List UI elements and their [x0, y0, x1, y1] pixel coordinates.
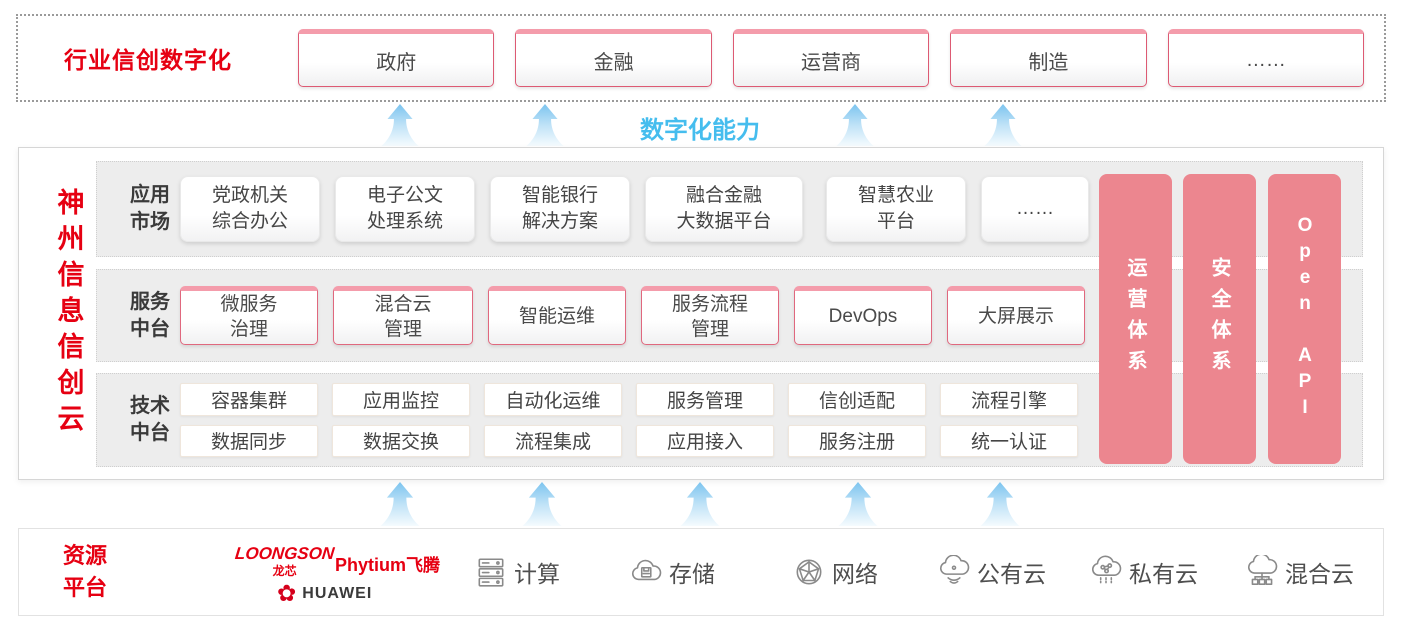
loongson-logo-text: LOONGSON — [234, 544, 336, 563]
loongson-logo-cn: 龙芯 — [272, 564, 297, 578]
industry-box-more: …… — [1167, 29, 1365, 87]
app-market-items: 党政机关 综合办公 电子公文 处理系统 智能银行 解决方案 融合金融 大数据平台… — [180, 162, 1089, 256]
industry-band-title: 行业信创数字化 — [64, 47, 232, 73]
phytium-logo-cn: 飞腾 — [406, 556, 441, 575]
industry-box-manufacturing: 制造 — [950, 29, 1147, 87]
private-cloud-icon — [1091, 555, 1122, 584]
up-arrow-icon — [522, 482, 562, 526]
tech-box-service-mgmt: 服务管理 — [636, 383, 774, 416]
phytium-logo-text: Phytium — [335, 555, 407, 575]
up-arrow-icon — [380, 482, 420, 526]
storage-icon — [631, 559, 662, 581]
network-icon — [796, 559, 822, 585]
up-arrow-icon — [836, 104, 874, 146]
tech-box-service-registry: 服务注册 — [788, 424, 926, 457]
platform-title: 神州信息信创云 — [53, 187, 84, 440]
resource-item-storage: 存储 — [629, 529, 715, 615]
app-market-row-label: 应用 市场 — [130, 184, 170, 233]
platform-panel: 神州信息信创云 应用 市场 党政机关 综合办公 电子公文 处理系统 智能银行 解… — [18, 147, 1384, 480]
tech-box-container-cluster: 容器集群 — [180, 383, 318, 416]
tech-box-automated-ops: 自动化运维 — [484, 383, 622, 416]
tech-box-xinchuang-adaptation: 信创适配 — [788, 383, 926, 416]
tech-box-process-engine: 流程引擎 — [940, 383, 1078, 416]
service-box-hybrid-cloud-mgmt: 混合云 管理 — [333, 286, 473, 345]
tech-box-data-exchange: 数据交换 — [332, 424, 470, 457]
huawei-logo: ✿ HUAWEI — [277, 582, 372, 605]
public-cloud-icon — [939, 555, 970, 584]
up-arrow-icon — [984, 104, 1022, 146]
service-platform-items: 微服务 治理 混合云 管理 智能运维 服务流程 管理 DevOps 大屏展示 — [180, 270, 1085, 361]
app-box-smart-banking: 智能银行 解决方案 — [490, 176, 630, 242]
pillar-operation-system: 运营体系 — [1099, 174, 1172, 464]
resource-item-label: 存储 — [669, 561, 715, 587]
resource-item-hybrid-cloud: 混合云 — [1245, 529, 1354, 615]
resource-item-label: 混合云 — [1285, 561, 1354, 587]
service-box-intelligent-ops: 智能运维 — [488, 286, 626, 345]
app-box-smart-agriculture: 智慧农业 平台 — [826, 176, 966, 242]
hybrid-cloud-icon — [1247, 555, 1278, 586]
compute-icon — [478, 558, 504, 587]
resource-item-public-cloud: 公有云 — [937, 529, 1046, 615]
capability-label: 数字化能力 — [640, 117, 760, 144]
industry-items: 政府 金融 运营商 制造 …… — [298, 16, 1365, 100]
resource-item-compute: 计算 — [474, 529, 560, 615]
service-box-devops: DevOps — [794, 286, 932, 345]
industry-box-finance: 金融 — [515, 29, 712, 87]
tech-platform-items: 容器集群 应用监控 自动化运维 服务管理 信创适配 流程引擎 数据同步 数据交换… — [180, 383, 1078, 457]
tech-box-app-monitoring: 应用监控 — [332, 383, 470, 416]
resource-band-title: 资源 平台 — [63, 543, 108, 600]
industry-band: 行业信创数字化 政府 金融 运营商 制造 …… — [16, 14, 1386, 102]
tech-box-process-integration: 流程集成 — [484, 424, 622, 457]
resource-item-label: 计算 — [514, 561, 560, 587]
app-box-gov-office: 党政机关 综合办公 — [180, 176, 320, 242]
app-box-edoc-system: 电子公文 处理系统 — [335, 176, 475, 242]
pillar-security-system: 安全体系 — [1183, 174, 1256, 464]
huawei-flower-icon: ✿ — [277, 580, 297, 606]
tech-platform-row: 技术 中台 容器集群 应用监控 自动化运维 服务管理 信创适配 流程引擎 数据同… — [96, 373, 1363, 467]
resource-band: 资源 平台 LOONGSON 龙芯 Phytium飞腾 ✿ HUAWEI 计算 — [18, 528, 1384, 616]
loongson-logo: LOONGSON 龙芯 — [234, 544, 336, 579]
tech-box-app-access: 应用接入 — [636, 424, 774, 457]
resource-item-network: 网络 — [792, 529, 878, 615]
phytium-logo: Phytium飞腾 — [335, 551, 440, 576]
tech-box-data-sync: 数据同步 — [180, 424, 318, 457]
service-platform-row: 服务 中台 微服务 治理 混合云 管理 智能运维 服务流程 管理 DevOps … — [96, 269, 1363, 362]
up-arrow-icon — [980, 482, 1020, 526]
app-box-finance-bigdata: 融合金融 大数据平台 — [645, 176, 803, 242]
service-box-microservice-governance: 微服务 治理 — [180, 286, 318, 345]
service-platform-row-label: 服务 中台 — [130, 290, 170, 340]
tech-box-unified-auth: 统一认证 — [940, 424, 1078, 457]
resource-item-label: 网络 — [832, 561, 878, 587]
service-box-big-screen: 大屏展示 — [947, 286, 1085, 345]
up-arrow-icon — [838, 482, 878, 526]
pillar-open-api: Open API — [1268, 174, 1341, 464]
up-arrow-icon — [680, 482, 720, 526]
up-arrow-icon — [526, 104, 564, 146]
resource-item-label: 公有云 — [977, 561, 1046, 587]
up-arrow-icon — [381, 104, 419, 146]
resource-item-label: 私有云 — [1129, 561, 1198, 587]
industry-box-operator: 运营商 — [732, 29, 930, 87]
app-market-row: 应用 市场 党政机关 综合办公 电子公文 处理系统 智能银行 解决方案 融合金融… — [96, 161, 1363, 257]
resource-item-private-cloud: 私有云 — [1089, 529, 1198, 615]
huawei-logo-text: HUAWEI — [302, 584, 373, 602]
tech-platform-row-label: 技术 中台 — [130, 395, 170, 444]
service-box-service-process-mgmt: 服务流程 管理 — [641, 286, 779, 345]
industry-box-government: 政府 — [298, 29, 495, 87]
app-box-more: …… — [981, 176, 1089, 242]
